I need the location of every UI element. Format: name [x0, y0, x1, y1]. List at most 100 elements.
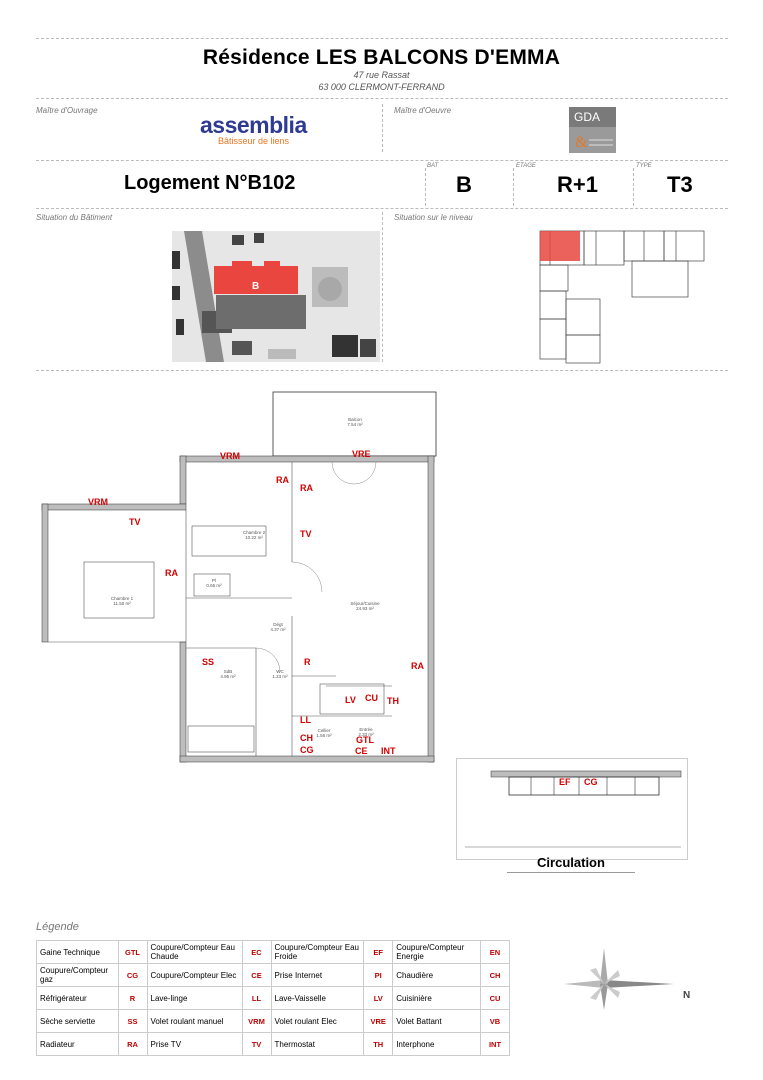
divider [425, 168, 426, 206]
divider [36, 208, 728, 209]
legend-label: Coupure/Compteur Elec [146, 963, 243, 987]
svg-text:&: & [575, 134, 588, 151]
divider [633, 168, 634, 206]
legend-code: SS [117, 1009, 148, 1033]
level-plan [536, 229, 711, 364]
level-situation-label: Situation sur le niveau [394, 213, 473, 222]
legend-label: Lave-linge [146, 986, 243, 1010]
legend-label: Lave-Vaisselle [270, 986, 365, 1010]
divider [382, 212, 383, 362]
legend-code: R [117, 986, 148, 1010]
legend-label: Coupure/Compteur Energie [392, 940, 481, 964]
legend-label: Volet Battant [392, 1009, 481, 1033]
legend-code: VRM [241, 1009, 272, 1033]
legend-code: LV [363, 986, 394, 1010]
code-ce: CE [355, 746, 368, 756]
type-label: TYPE [636, 163, 652, 169]
legend-label: Coupure/Compteur Eau Chaude [146, 940, 243, 964]
legend-label: Gaine Technique [36, 940, 119, 964]
assemblia-tagline: Bâtisseur de liens [218, 136, 290, 146]
compass-north-label: N [683, 990, 691, 1001]
assemblia-logo: assemblia Bâtisseur de liens [200, 112, 330, 146]
code-ch: CH [300, 733, 313, 743]
code-tv-left: TV [129, 517, 141, 527]
legend-code: CH [480, 963, 510, 987]
etage-label: ETAGE [516, 163, 536, 169]
code-vrm-top: VRM [220, 451, 240, 461]
svg-text:B: B [252, 281, 259, 292]
divider [382, 104, 383, 152]
code-ra-top2: RA [300, 483, 313, 493]
legend-code: CG [117, 963, 148, 987]
code-lv: LV [345, 695, 356, 705]
code-cg-circ: CG [584, 777, 598, 787]
legend-code: INT [480, 1032, 510, 1056]
code-ra-right: RA [411, 661, 424, 671]
legend-label: Cuisinière [392, 986, 481, 1010]
address-line1: 47 rue Rassat [353, 70, 410, 80]
legend-label: Réfrigérateur [36, 986, 119, 1010]
legend-code: CE [241, 963, 272, 987]
circulation-box [456, 758, 688, 860]
building-situation-label: Situation du Bâtiment [36, 213, 113, 222]
bat-value: B [456, 172, 472, 197]
legend-code: EC [241, 940, 272, 964]
legend-label: Coupure/Compteur Eau Froide [270, 940, 365, 964]
legend-label: Interphone [392, 1032, 481, 1056]
legend-title: Légende [36, 921, 79, 933]
code-gtl: GTL [356, 735, 374, 745]
legend-code: GTL [117, 940, 148, 964]
legend-label: Sèche serviette [36, 1009, 119, 1033]
legend-code: CU [480, 986, 510, 1010]
gda-logo: GDA & [569, 107, 616, 153]
legend-code: LL [241, 986, 272, 1010]
code-cu: CU [365, 693, 378, 703]
code-r: R [304, 657, 311, 667]
code-ef-circ: EF [559, 777, 571, 787]
top-divider [36, 38, 728, 39]
code-ra-top1: RA [276, 475, 289, 485]
code-tv-mid: TV [300, 529, 312, 539]
divider [513, 168, 514, 206]
bat-label: BAT [427, 163, 439, 169]
legend-code: VRE [363, 1009, 394, 1033]
legend-code: EN [480, 940, 510, 964]
address-line2: 63 000 CLERMONT-FERRAND [318, 82, 445, 92]
code-vrm-left: VRM [88, 497, 108, 507]
legend-label: Volet roulant Elec [270, 1009, 365, 1033]
residence-title: Résidence LES BALCONS D'EMMA [202, 46, 561, 69]
legend-code: TV [241, 1032, 272, 1056]
divider [36, 98, 728, 99]
legend-label: Prise TV [146, 1032, 243, 1056]
assemblia-logo-text: assemblia [200, 112, 307, 138]
legend-code: PI [363, 963, 394, 987]
divider [36, 160, 728, 161]
legend-label: Chaudière [392, 963, 481, 987]
code-int: INT [381, 746, 396, 756]
svg-text:GDA: GDA [574, 110, 600, 124]
legend-label: Thermostat [270, 1032, 365, 1056]
legend-code: EF [363, 940, 394, 964]
code-cg: CG [300, 745, 314, 755]
architect-label: Maître d'Oeuvre [394, 106, 452, 115]
code-th: TH [387, 696, 399, 706]
etage-value: R+1 [557, 172, 598, 197]
circulation-title: Circulation [507, 855, 635, 873]
legend-label: Coupure/Compteur gaz [36, 963, 119, 987]
legend-label: Radiateur [36, 1032, 119, 1056]
divider [36, 370, 728, 371]
